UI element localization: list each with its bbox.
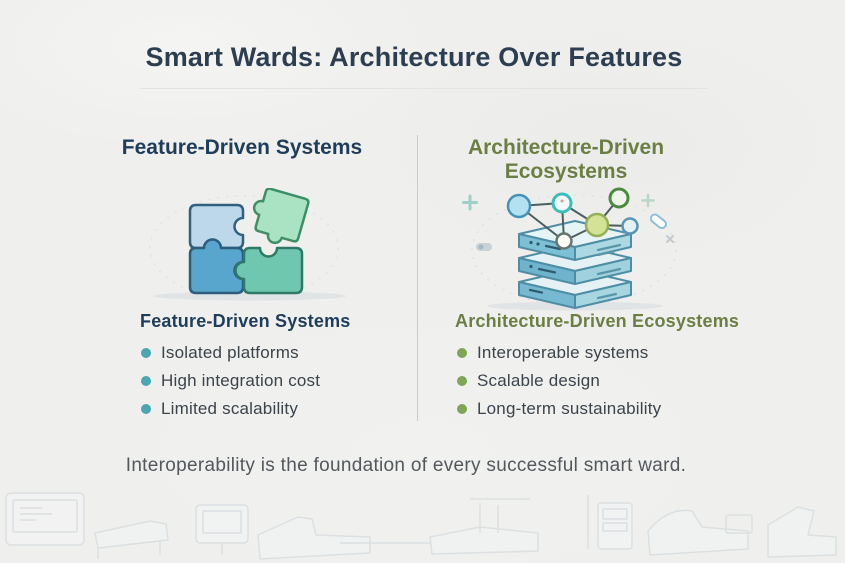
bullet-dot-icon (141, 404, 151, 414)
bullet-label: Long-term sustainability (477, 399, 662, 418)
bullet-dot-icon (457, 348, 467, 358)
bullet-dot-icon (457, 376, 467, 386)
left-column-subtitle: Feature-Driven Systems (140, 311, 351, 331)
network-server-stack-icon (462, 187, 677, 311)
right-column-subtitle: Architecture-Driven Ecosystems (455, 311, 740, 331)
bullet-label: High integration cost (161, 371, 321, 390)
left-bullet-list: Isolated platforms High integration cost… (141, 344, 320, 428)
right-bullet-list: Interoperable systems Scalable design Lo… (457, 344, 661, 428)
bullet-item: Limited scalability (141, 400, 320, 418)
bullet-dot-icon (457, 404, 467, 414)
title-underline-divider (140, 88, 708, 89)
bullet-item: Isolated platforms (141, 344, 320, 362)
hospital-ward-sketch-icon (5, 492, 837, 560)
tagline: Interoperability is the foundation of ev… (125, 455, 687, 476)
bullet-item: Long-term sustainability (457, 400, 661, 418)
bullet-item: High integration cost (141, 372, 320, 390)
bullet-label: Interoperable systems (477, 343, 649, 362)
puzzle-pieces-icon (149, 188, 346, 301)
column-divider (417, 135, 418, 421)
bullet-label: Scalable design (477, 371, 601, 390)
bullet-dot-icon (141, 348, 151, 358)
right-column-header: Architecture-Driven Ecosystems (467, 136, 665, 184)
bullet-label: Limited scalability (161, 399, 299, 418)
bullet-item: Interoperable systems (457, 344, 661, 362)
bullet-label: Isolated platforms (161, 343, 299, 362)
left-column-header: Feature-Driven Systems (121, 136, 363, 159)
bullet-item: Scalable design (457, 372, 661, 390)
page-title: Smart Wards: Architecture Over Features (145, 42, 683, 72)
bullet-dot-icon (141, 376, 151, 386)
